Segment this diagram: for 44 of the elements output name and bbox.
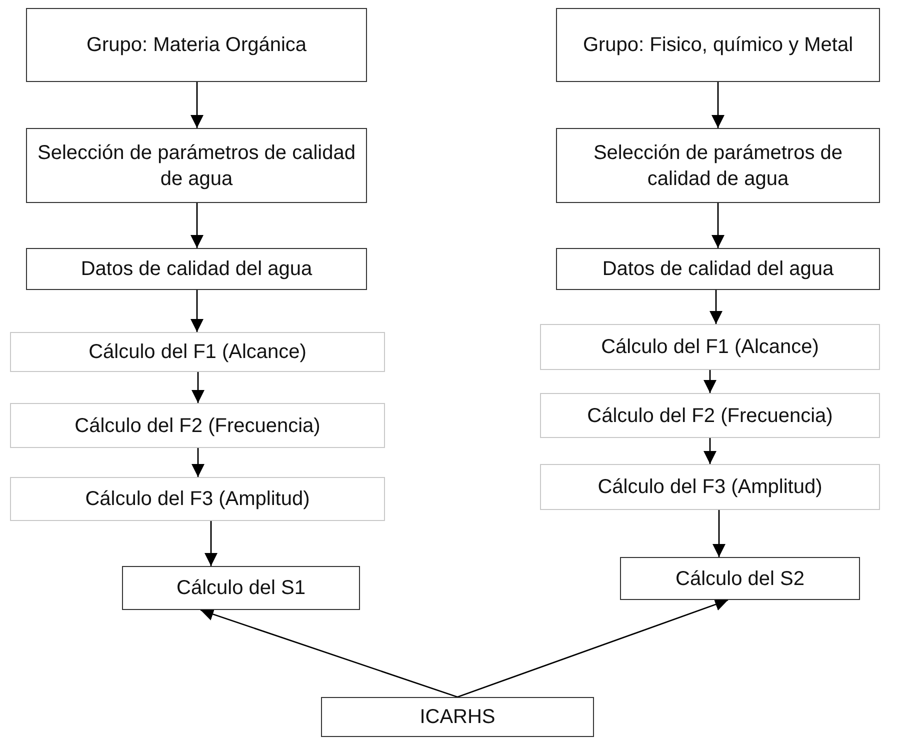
arrow xyxy=(190,82,204,128)
box-label: Cálculo del S1 xyxy=(176,576,306,601)
process-box xyxy=(540,393,880,438)
arrow xyxy=(200,608,458,698)
box-label: Cálculo del F2 (Frecuencia) xyxy=(586,404,834,428)
process-box xyxy=(26,128,367,203)
arrow xyxy=(457,598,728,698)
box-label: Grupo: Materia Orgánica xyxy=(85,33,308,58)
arrow xyxy=(712,82,724,128)
process-box xyxy=(10,403,385,448)
arrow xyxy=(704,370,716,393)
box-label: Datos de calidad del agua xyxy=(601,257,835,282)
process-box xyxy=(620,557,860,600)
box-label: Cálculo del S2 xyxy=(674,566,806,592)
arrow xyxy=(192,372,204,403)
arrow xyxy=(712,510,726,557)
arrow xyxy=(712,203,724,248)
box-label: Cálculo del F3 (Amplitud) xyxy=(84,487,311,512)
box-label: Selección de parámetros de calidad de agua xyxy=(592,140,844,192)
process-box xyxy=(321,697,594,737)
process-box xyxy=(540,464,880,510)
box-label: Datos de calidad del agua xyxy=(80,257,314,282)
process-box xyxy=(10,477,385,521)
process-box xyxy=(26,8,367,82)
process-box xyxy=(26,248,367,290)
arrow xyxy=(190,290,204,332)
process-box xyxy=(556,8,880,82)
arrow xyxy=(710,290,722,324)
arrow xyxy=(204,521,218,566)
box-label: Grupo: Fisico, químico y Metal xyxy=(582,33,854,58)
process-box xyxy=(10,332,385,372)
process-box xyxy=(122,566,360,610)
box-label: Selección de parámetros de calidad de agua xyxy=(36,140,356,192)
arrow xyxy=(190,203,204,248)
box-label: Cálculo del F1 (Alcance) xyxy=(88,340,308,365)
process-box xyxy=(540,324,880,370)
arrow xyxy=(704,438,716,464)
box-label: Cálculo del F2 (Frecuencia) xyxy=(74,414,322,438)
box-label: Cálculo del F1 (Alcance) xyxy=(600,335,820,360)
box-label: ICARHS xyxy=(418,705,496,730)
process-box xyxy=(556,248,880,290)
box-label: Cálculo del F3 (Amplitud) xyxy=(596,475,824,500)
process-box xyxy=(556,128,880,203)
arrow xyxy=(192,448,204,477)
